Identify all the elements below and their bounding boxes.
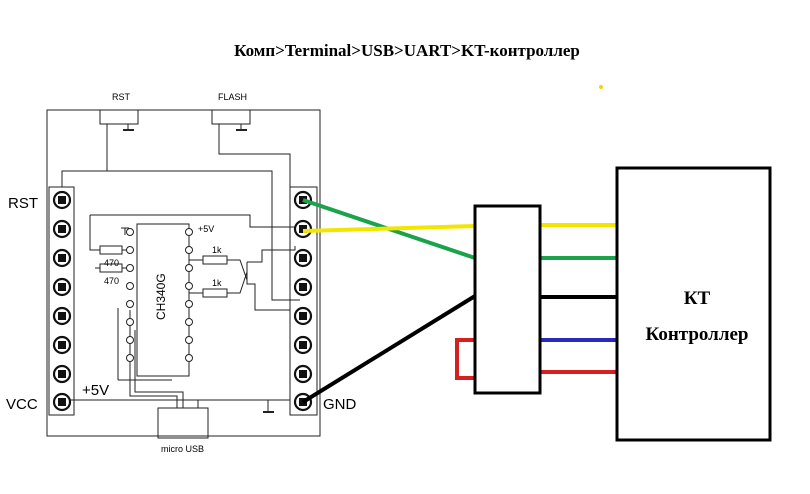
- resistor-470-a: [99, 245, 123, 255]
- plus5v-label: +5V: [82, 382, 109, 399]
- diagram-title: Комп>Terminal>USB>UART>KT-контроллер: [234, 41, 580, 60]
- chip-pins: [126, 228, 193, 362]
- flash-button-label: FLASH: [218, 92, 247, 102]
- board-outline: [46, 109, 321, 437]
- resistor-1k-b: [202, 288, 228, 298]
- wire-red-loop: [455, 338, 475, 380]
- chip-label: CH340G: [154, 273, 168, 320]
- gnd-pin-label: GND: [323, 396, 357, 413]
- wire-black-gnd: [301, 294, 477, 404]
- wires: [301, 198, 617, 404]
- resistor-1k-a: [202, 255, 228, 265]
- wire-yellow-cross: [302, 224, 476, 233]
- chip-plus5-label: +5V: [198, 224, 214, 234]
- micro-usb-label: micro USB: [161, 444, 204, 454]
- rst-button-body: [99, 109, 139, 125]
- resistor-1k-a-label: 1k: [212, 245, 222, 255]
- controller-line2: Контроллер: [646, 324, 749, 345]
- resistor-470-b: [99, 263, 123, 273]
- micro-usb-connector: [157, 407, 209, 439]
- yellow-dot: [599, 85, 603, 89]
- rst-button-label: RST: [112, 92, 131, 102]
- vcc-pin-label: VCC: [6, 396, 38, 413]
- resistor-1k-b-label: 1k: [212, 278, 222, 288]
- controller-line1: КТ: [684, 288, 711, 309]
- kt-controller-box: [615, 166, 772, 442]
- resistor-470-b-label: 470: [104, 276, 119, 286]
- resistor-470-a-label: 470: [104, 258, 119, 268]
- right-header-pins: [293, 190, 313, 412]
- usb-uart-adapter: [473, 204, 542, 395]
- rst-pin-label: RST: [8, 195, 38, 212]
- left-header-pins: [52, 190, 72, 412]
- flash-button-body: [211, 109, 251, 125]
- esp-board: [46, 109, 321, 439]
